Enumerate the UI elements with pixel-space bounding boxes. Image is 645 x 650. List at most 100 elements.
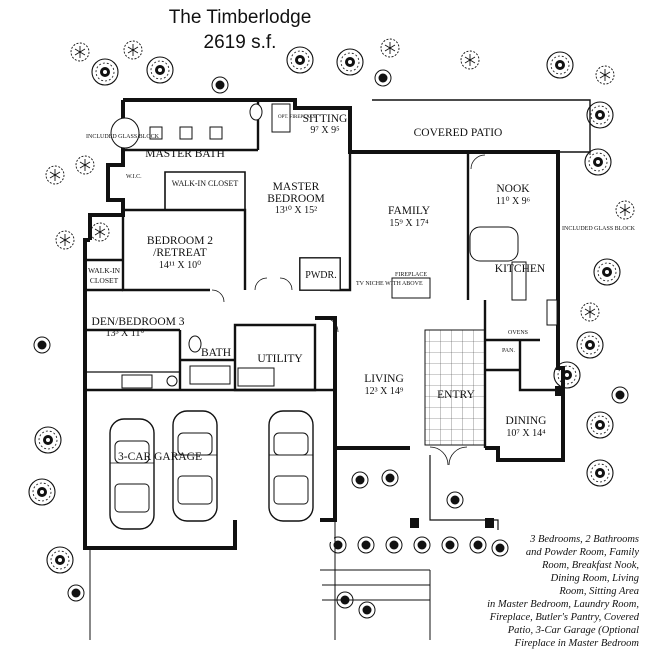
kitchen-label: KITCHEN	[495, 263, 546, 275]
car-icon	[268, 410, 314, 522]
nook-dimensions: 11⁰ X 9⁶	[496, 196, 531, 207]
shrub-icon	[357, 536, 375, 554]
small-closet-label: WALK-IN	[88, 266, 121, 275]
glass-block-note-left: INCLUDED GLASS BLOCK	[86, 134, 160, 140]
description-line: Room, Sitting Area	[559, 586, 639, 597]
shrub-icon	[469, 536, 487, 554]
description-line: Fireplace, Butler's Pantry, Covered	[489, 612, 639, 623]
master-bedroom-dimensions: 13¹⁰ X 15²	[275, 205, 317, 216]
shrub-icon	[67, 584, 85, 602]
tree-icon	[336, 48, 364, 76]
shrub-icon	[595, 65, 615, 85]
description-line: Room, Breakfast Nook,	[541, 560, 639, 571]
doors	[211, 154, 486, 466]
shrub-icon	[385, 536, 403, 554]
shrub-icon	[374, 69, 392, 87]
shrub-icon	[90, 222, 110, 242]
family-dimensions: 15⁹ X 17⁴	[389, 218, 429, 229]
shrub-icon	[611, 386, 629, 404]
room-labels: MASTER BATH SITTING 9⁷ X 9⁵ COVERED PATI…	[88, 113, 546, 463]
fireplace-note: FIREPLACE	[395, 272, 427, 278]
shrub-icon	[413, 536, 431, 554]
walk-in-closet-label: WALK-IN CLOSET	[172, 179, 239, 188]
garage-cars	[109, 410, 314, 530]
optional-fireplace-note: OPT. FIREPLACE	[278, 115, 316, 120]
tree-icon	[584, 148, 612, 176]
description-line: Patio, 3-Car Garage (Optional	[507, 625, 639, 636]
living-dimensions: 12³ X 14⁹	[365, 386, 404, 397]
posts	[410, 386, 565, 528]
tree-icon	[576, 331, 604, 359]
sitting-label: SITTING	[303, 113, 348, 125]
toilet-icon	[249, 103, 263, 121]
pantry-note: PAN.	[502, 348, 515, 354]
tv-niche-note: TV NICHE WITH ABOVE	[356, 281, 423, 287]
shrub-icon	[211, 76, 229, 94]
powder-room-label: PWDR.	[305, 270, 336, 281]
fixtures	[110, 103, 558, 389]
description-line: Dining Room, Living	[550, 573, 639, 584]
description-line: 3 Bedrooms, 2 Bathrooms	[530, 534, 639, 545]
master-bath-label: MASTER BATH	[145, 148, 225, 160]
shrub-icon	[615, 200, 635, 220]
tree-icon	[28, 478, 56, 506]
shrub-icon	[33, 336, 51, 354]
tree-icon	[593, 258, 621, 286]
entry-label: ENTRY	[437, 389, 475, 401]
tree-icon	[586, 459, 614, 487]
shrub-icon	[580, 302, 600, 322]
bedroom2-dimensions: 14¹¹ X 10⁰	[159, 260, 201, 271]
den-bedroom3-dimensions: 13³ X 11⁰	[106, 328, 145, 339]
tree-icon	[286, 46, 314, 74]
shrub-icon	[441, 536, 459, 554]
plan-area: 2619 s.f.	[203, 32, 277, 53]
bedroom2-label-2: /RETREAT	[153, 247, 207, 259]
garage-label: 3-CAR GARAGE	[118, 451, 202, 463]
utility-label: UTILITY	[257, 353, 303, 365]
plan-description: 3 Bedrooms, 2 Bathrooms and Powder Room,…	[487, 533, 639, 650]
plan-notes: INCLUDED GLASS BLOCK INCLUDED GLASS BLOC…	[86, 115, 636, 354]
shrub-icon	[55, 230, 75, 250]
small-closet-label-2: CLOSET	[90, 276, 119, 285]
plan-title: The Timberlodge	[168, 7, 312, 28]
shrub-icon	[380, 38, 400, 58]
car-icon	[172, 410, 218, 522]
living-label: LIVING	[364, 373, 404, 385]
ovens-note: OVENS	[508, 330, 528, 336]
tub-icon	[110, 117, 140, 149]
dining-label: DINING	[506, 415, 547, 427]
wic-note: W.I.C.	[126, 174, 142, 180]
tree-icon	[586, 101, 614, 129]
tree-icon	[146, 56, 174, 84]
bath-label: BATH	[201, 347, 231, 359]
shrub-icon	[460, 50, 480, 70]
entry-tile	[424, 329, 486, 446]
shrub-icon	[70, 42, 90, 62]
tree-icon	[34, 426, 62, 454]
master-bedroom-label: MASTER	[273, 181, 320, 193]
dining-dimensions: 10⁷ X 14⁴	[506, 428, 546, 439]
family-label: FAMILY	[388, 205, 431, 217]
shrub-icon	[75, 155, 95, 175]
shrub-icon	[123, 40, 143, 60]
tree-icon	[586, 411, 614, 439]
shrub-icon	[358, 601, 376, 619]
den-bedroom3-label: DEN/BEDROOM 3	[92, 316, 185, 328]
toilet-icon	[188, 335, 202, 353]
covered-patio-label: COVERED PATIO	[414, 127, 503, 139]
bedroom2-label: BEDROOM 2	[147, 235, 213, 247]
description-line: in Master Bedroom, Laundry Room,	[487, 599, 639, 610]
master-bedroom-label-2: BEDROOM	[267, 193, 325, 205]
tree-icon	[546, 51, 574, 79]
shrub-icon	[446, 491, 464, 509]
tree-icon	[91, 58, 119, 86]
shrub-icon	[351, 471, 369, 489]
glass-block-note-right: INCLUDED GLASS BLOCK	[562, 226, 636, 232]
sitting-dimensions: 9⁷ X 9⁵	[310, 125, 339, 136]
shrub-icon	[381, 469, 399, 487]
shrub-icon	[45, 165, 65, 185]
description-line: and Powder Room, Family	[525, 547, 639, 558]
nook-label: NOOK	[496, 183, 530, 195]
